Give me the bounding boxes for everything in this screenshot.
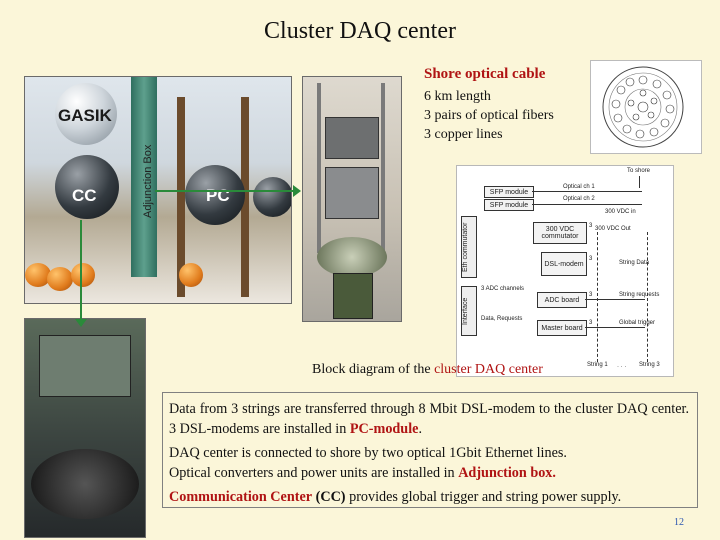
electronics-block bbox=[325, 167, 379, 219]
connector-line bbox=[585, 299, 645, 300]
info-p1-text: Data from 3 strings are transferred thro… bbox=[169, 401, 689, 437]
info-p4-highlight: Communication Center bbox=[169, 489, 313, 505]
string-1-label: String 1 bbox=[587, 362, 608, 368]
cable-length: 6 km length bbox=[424, 89, 491, 104]
data-requests-label: Data, Requests bbox=[481, 316, 523, 322]
cable-cross-section-drawing bbox=[602, 66, 684, 148]
connector-line bbox=[639, 176, 640, 188]
caption-highlight: cluster DAQ center bbox=[434, 362, 543, 377]
string-requests-label: String requests bbox=[619, 292, 660, 298]
shore-cable-title: Shore optical cable bbox=[424, 66, 546, 82]
electronics-block bbox=[325, 117, 379, 159]
float-buoy bbox=[25, 263, 51, 287]
count-label: 3 bbox=[589, 292, 593, 298]
module-housing bbox=[333, 273, 373, 319]
cc-sphere bbox=[55, 155, 119, 219]
info-paragraph-1: Data from 3 strings are transferred thro… bbox=[169, 399, 689, 439]
pc-sphere bbox=[185, 165, 245, 225]
rack-rail bbox=[381, 83, 385, 253]
rack-rail bbox=[317, 83, 321, 253]
cc-arrow bbox=[75, 220, 87, 327]
caption-prefix: Block diagram of the bbox=[312, 362, 435, 377]
info-paragraph-4: Communication Center (CC) provides globa… bbox=[169, 487, 689, 507]
sphere-hemisphere bbox=[31, 449, 139, 519]
adjunction-arrow bbox=[155, 185, 301, 197]
master-board: Master board bbox=[537, 320, 587, 336]
pc-module-photo bbox=[302, 76, 402, 322]
sfp-module-2: SFP module bbox=[484, 199, 534, 211]
optical-ch2-label: Optical ch 2 bbox=[563, 196, 595, 202]
adc-channels-label: 3 ADC channels bbox=[481, 286, 525, 292]
float-buoy bbox=[71, 263, 95, 287]
info-p4-text: provides global trigger and string power… bbox=[345, 489, 622, 505]
pc-label: PC bbox=[206, 186, 230, 205]
count-label: 3 bbox=[589, 320, 593, 326]
module-base bbox=[317, 237, 387, 277]
info-p1-highlight: PC-module bbox=[349, 421, 419, 437]
info-p4-bold: (CC) bbox=[315, 489, 346, 505]
dashed-line bbox=[597, 232, 599, 362]
page-number: 12 bbox=[674, 517, 684, 528]
shore-cable-details: 6 km length 3 pairs of optical fibers 3 … bbox=[424, 87, 554, 144]
info-box: Data from 3 strings are transferred thro… bbox=[162, 392, 698, 508]
extra-sphere bbox=[253, 177, 291, 217]
cable-copper: 3 copper lines bbox=[424, 127, 503, 142]
sfp-module-1: SFP module bbox=[484, 186, 534, 198]
connector-line bbox=[585, 327, 645, 328]
optical-ch1-label: Optical ch 1 bbox=[563, 184, 595, 190]
to-shore-label: To shore bbox=[627, 168, 651, 174]
string-3-label: String 3 bbox=[639, 362, 660, 368]
gasik-label: GASIK bbox=[58, 106, 112, 125]
cc-module-photo bbox=[24, 318, 146, 538]
dsl-modem: DSL-modem bbox=[541, 252, 587, 276]
info-paragraph-2: DAQ center is connected to shore by two … bbox=[169, 445, 567, 461]
float-buoy bbox=[47, 267, 73, 291]
slide-title: Cluster DAQ center bbox=[264, 18, 456, 44]
dashed-line bbox=[647, 232, 649, 362]
adjunction-tube bbox=[131, 77, 157, 277]
count-label: 3 bbox=[589, 223, 593, 229]
connector-line bbox=[532, 204, 642, 205]
cc-label: CC bbox=[72, 186, 97, 205]
frame-post bbox=[241, 97, 249, 297]
string-data-label: String Data bbox=[619, 260, 650, 266]
info-p3-text: Optical converters and power units are i… bbox=[169, 465, 459, 481]
connector-line bbox=[532, 191, 642, 192]
electronics-board bbox=[39, 335, 131, 397]
vdc-commutator: 300 VDC commutator bbox=[533, 222, 587, 244]
info-p3-highlight: Adjunction box. bbox=[458, 465, 556, 481]
adc-board: ADC board bbox=[537, 292, 587, 308]
eth-commutator: Eth commutator bbox=[461, 216, 477, 278]
info-p1-end: . bbox=[418, 421, 422, 437]
string-dots: · · · bbox=[617, 364, 627, 370]
cable-cross-section bbox=[590, 60, 702, 154]
count-label: 3 bbox=[589, 256, 593, 262]
float-buoy bbox=[179, 263, 203, 287]
diagram-caption: Block diagram of the cluster DAQ center bbox=[312, 362, 543, 378]
frame-post bbox=[177, 97, 185, 297]
info-paragraph-3: Optical converters and power units are i… bbox=[169, 463, 689, 483]
vdc-out-label: 300 VDC Out bbox=[595, 226, 631, 232]
block-diagram: To shore SFP module SFP module Optical c… bbox=[456, 165, 674, 377]
vdc-in-label: 300 VDC in bbox=[605, 209, 636, 215]
global-trigger-label: Global trigger bbox=[619, 320, 656, 326]
adjunction-label: Adjunction Box bbox=[142, 144, 154, 218]
cable-fibers: 3 pairs of optical fibers bbox=[424, 108, 554, 123]
gasik-sphere bbox=[55, 83, 117, 145]
interface-block: Interface bbox=[461, 286, 477, 336]
